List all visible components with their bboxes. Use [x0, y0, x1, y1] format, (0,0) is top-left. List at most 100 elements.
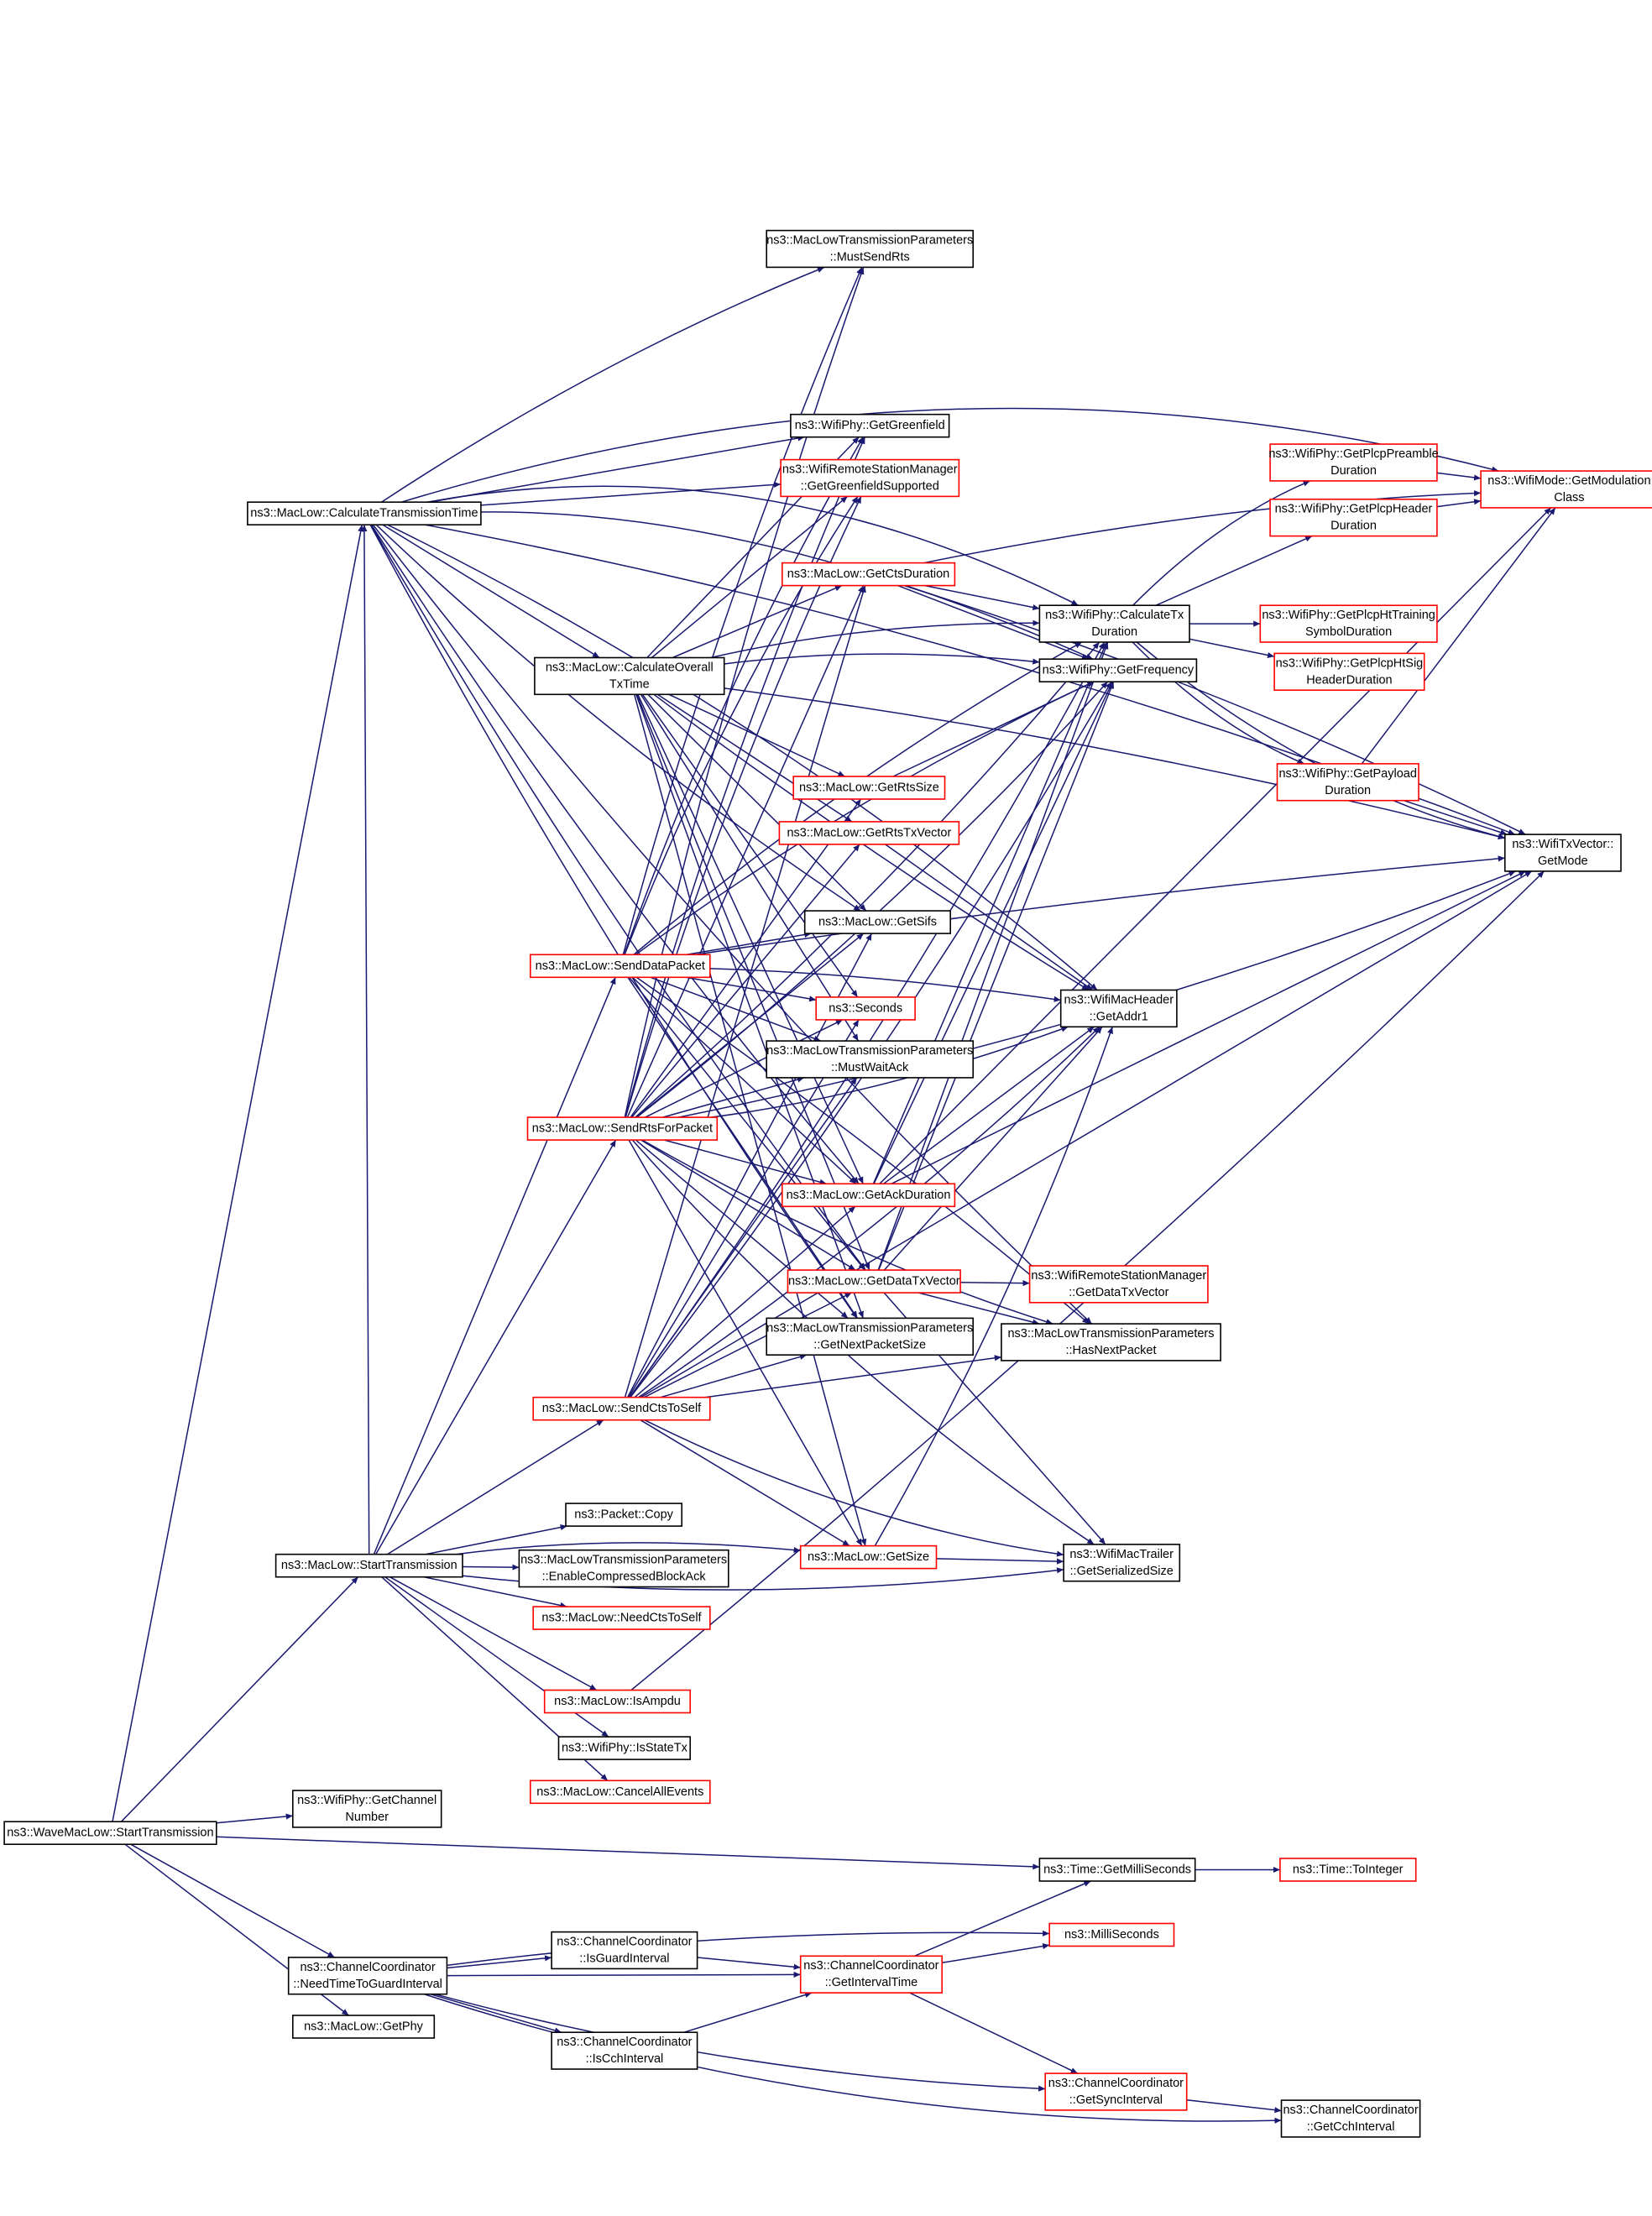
- node-gsifs[interactable]: ns3::MacLow::GetSifs: [803, 910, 952, 934]
- node-box[interactable]: [247, 501, 482, 526]
- node-gnps[interactable]: ns3::MacLowTransmissionParameters::GetNe…: [766, 1317, 975, 1356]
- node-nctss[interactable]: ns3::MacLow::NeedCtsToSelf: [532, 1606, 711, 1630]
- node-srfp[interactable]: ns3::MacLow::SendRtsForPacket: [526, 1116, 719, 1141]
- node-box[interactable]: [532, 1396, 711, 1421]
- node-box[interactable]: [1273, 652, 1425, 692]
- node-ghttrain[interactable]: ns3::WifiPhy::GetPlcpHtTrainingSymbolDur…: [1259, 604, 1438, 643]
- node-box[interactable]: [551, 2031, 698, 2070]
- node-box[interactable]: [534, 656, 725, 696]
- node-gsize[interactable]: ns3::MacLow::GetSize: [799, 1544, 938, 1570]
- node-box[interactable]: [543, 1689, 692, 1714]
- node-box[interactable]: [781, 562, 956, 587]
- node-box[interactable]: [1028, 1265, 1209, 1304]
- node-root[interactable]: ns3::WaveMacLow::StartTransmission: [3, 1821, 217, 1845]
- node-box[interactable]: [766, 1040, 975, 1079]
- node-box[interactable]: [529, 1780, 711, 1805]
- node-copy[interactable]: ns3::Packet::Copy: [565, 1503, 682, 1527]
- node-toint[interactable]: ns3::Time::ToInteger: [1279, 1858, 1417, 1882]
- node-getms[interactable]: ns3::Time::GetMilliSeconds: [1038, 1858, 1196, 1882]
- node-grtstxv[interactable]: ns3::MacLow::GetRtsTxVector: [778, 821, 960, 845]
- node-box[interactable]: [780, 458, 960, 498]
- node-box[interactable]: [274, 1553, 463, 1578]
- node-box[interactable]: [291, 2015, 436, 2039]
- node-box[interactable]: [1280, 2099, 1421, 2138]
- node-box[interactable]: [1038, 658, 1198, 683]
- node-isampdu[interactable]: ns3::MacLow::IsAmpdu: [543, 1689, 692, 1714]
- node-box[interactable]: [565, 1503, 682, 1527]
- node-sdp[interactable]: ns3::MacLow::SendDataPacket: [529, 954, 711, 979]
- node-box[interactable]: [291, 1790, 442, 1828]
- node-box[interactable]: [526, 1116, 719, 1141]
- node-gackd[interactable]: ns3::MacLow::GetAckDuration: [781, 1183, 956, 1208]
- node-box[interactable]: [1001, 1323, 1221, 1361]
- node-cae[interactable]: ns3::MacLow::CancelAllEvents: [529, 1780, 711, 1805]
- node-gsync[interactable]: ns3::ChannelCoordinator::GetSyncInterval: [1044, 2072, 1188, 2111]
- node-box[interactable]: [1279, 1858, 1417, 1882]
- node-box[interactable]: [1276, 763, 1419, 802]
- node-grtss[interactable]: ns3::MacLow::GetRtsSize: [792, 776, 946, 800]
- node-box[interactable]: [792, 776, 946, 800]
- node-box[interactable]: [778, 821, 960, 845]
- node-gcch[interactable]: ns3::ChannelCoordinator::GetCchInterval: [1280, 2099, 1421, 2138]
- node-mwa[interactable]: ns3::MacLowTransmissionParameters::MustW…: [766, 1040, 975, 1079]
- node-box[interactable]: [1504, 834, 1622, 872]
- node-st[interactable]: ns3::MacLow::StartTransmission: [274, 1553, 463, 1578]
- node-ggf[interactable]: ns3::WifiPhy::GetGreenfield: [790, 413, 950, 438]
- node-box[interactable]: [790, 413, 950, 438]
- node-isstatetx[interactable]: ns3::WifiPhy::IsStateTx: [557, 1736, 691, 1760]
- node-box[interactable]: [766, 1317, 975, 1356]
- node-box[interactable]: [815, 996, 916, 1021]
- node-gfreq[interactable]: ns3::WifiPhy::GetFrequency: [1038, 658, 1198, 683]
- node-isgi[interactable]: ns3::ChannelCoordinator::IsGuardInterval: [551, 1931, 698, 1970]
- node-getphy[interactable]: ns3::MacLow::GetPhy: [291, 2015, 436, 2039]
- node-box[interactable]: [1044, 2072, 1188, 2111]
- node-box[interactable]: [1048, 1922, 1175, 1947]
- node-box[interactable]: [766, 229, 975, 269]
- node-box[interactable]: [3, 1821, 217, 1845]
- node-gctsd[interactable]: ns3::MacLow::GetCtsDuration: [781, 562, 956, 587]
- node-box[interactable]: [1038, 1858, 1196, 1882]
- node-box[interactable]: [1269, 498, 1438, 537]
- node-box[interactable]: [787, 1269, 961, 1294]
- node-msr[interactable]: ns3::MacLowTransmissionParameters::MustS…: [766, 229, 975, 269]
- node-box[interactable]: [1059, 989, 1178, 1028]
- node-ecba[interactable]: ns3::MacLowTransmissionParameters::Enabl…: [518, 1549, 729, 1588]
- node-wrsm_gdtxv[interactable]: ns3::WifiRemoteStationManager::GetDataTx…: [1028, 1265, 1209, 1304]
- node-wmt[interactable]: ns3::WifiMacTrailer::GetSerializedSize: [1063, 1544, 1181, 1582]
- node-box[interactable]: [518, 1549, 729, 1588]
- node-giv[interactable]: ns3::ChannelCoordinator::GetIntervalTime: [799, 1955, 944, 1994]
- node-txvmode[interactable]: ns3::WifiTxVector::GetMode: [1504, 834, 1622, 872]
- node-box[interactable]: [557, 1736, 691, 1760]
- node-wrsm_ggs[interactable]: ns3::WifiRemoteStationManager::GetGreenf…: [780, 458, 960, 498]
- node-box[interactable]: [781, 1183, 956, 1208]
- node-iscch[interactable]: ns3::ChannelCoordinator::IsCchInterval: [551, 2031, 698, 2070]
- node-box[interactable]: [803, 910, 952, 934]
- node-scts[interactable]: ns3::MacLow::SendCtsToSelf: [532, 1396, 711, 1421]
- node-cc_need[interactable]: ns3::ChannelCoordinator::NeedTimeToGuard…: [287, 1957, 448, 1995]
- node-addr1[interactable]: ns3::WifiMacHeader::GetAddr1: [1059, 989, 1178, 1028]
- node-box[interactable]: [551, 1931, 698, 1970]
- node-box[interactable]: [529, 954, 711, 979]
- node-box[interactable]: [1480, 470, 1652, 509]
- node-ctt[interactable]: ns3::MacLow::CalculateTransmissionTime: [247, 501, 482, 526]
- node-box[interactable]: [1269, 443, 1438, 482]
- node-hnp[interactable]: ns3::MacLowTransmissionParameters::HasNe…: [1001, 1323, 1221, 1361]
- node-seconds[interactable]: ns3::Seconds: [815, 996, 916, 1021]
- node-box[interactable]: [799, 1955, 944, 1994]
- node-box[interactable]: [532, 1606, 711, 1630]
- node-box[interactable]: [1063, 1544, 1181, 1582]
- node-box[interactable]: [799, 1544, 938, 1570]
- node-millis[interactable]: ns3::MilliSeconds: [1048, 1922, 1175, 1947]
- node-gdtxv[interactable]: ns3::MacLow::GetDataTxVector: [787, 1269, 961, 1294]
- node-box[interactable]: [287, 1957, 448, 1995]
- node-box[interactable]: [1038, 604, 1190, 643]
- node-box[interactable]: [1259, 604, 1438, 643]
